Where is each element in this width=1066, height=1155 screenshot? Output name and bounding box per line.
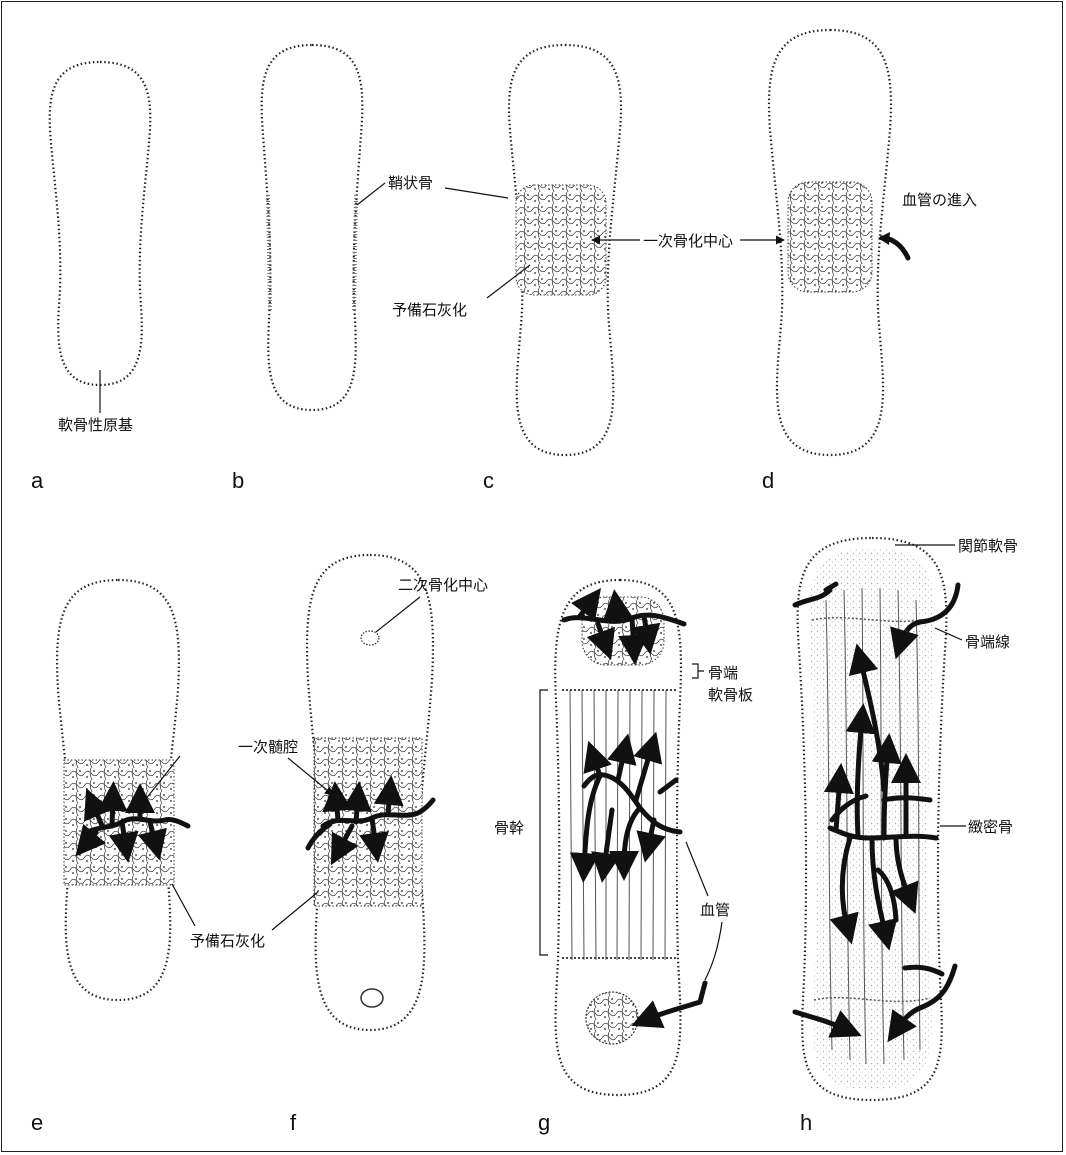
panel-label-g: g bbox=[538, 1110, 550, 1135]
panel-label-a: a bbox=[31, 468, 44, 493]
stage-d: 血管の進入 bbox=[769, 30, 977, 455]
stage-c: 予備石灰化 一次骨化中心 bbox=[392, 45, 784, 455]
panel-label-b: b bbox=[232, 468, 244, 493]
label-secondary-ossification-center: 二次骨化中心 bbox=[398, 576, 488, 594]
label-compact-bone: 緻密骨 bbox=[968, 818, 1013, 836]
label-vessel-invasion: 血管の進入 bbox=[902, 191, 977, 209]
label-cartilage-plate: 軟骨板 bbox=[708, 686, 753, 704]
bone-outline-b bbox=[262, 45, 363, 410]
stage-b: 鞘状骨 bbox=[262, 45, 508, 410]
stage-f: 二次骨化中心 一次髄腔 予備石灰化 bbox=[190, 555, 488, 1030]
label-provisional-calcification-2: 予備石灰化 bbox=[190, 932, 265, 950]
label-primary-marrow-cavity: 一次髄腔 bbox=[238, 738, 298, 756]
panel-label-f: f bbox=[290, 1110, 297, 1135]
label-diaphysis: 骨幹 bbox=[494, 819, 524, 837]
stage-e bbox=[57, 580, 195, 1000]
label-epiphyseal: 骨端 bbox=[708, 664, 738, 682]
panel-label-d: d bbox=[762, 468, 774, 493]
stage-h: 関節軟骨 骨端線 緻密骨 bbox=[795, 537, 1018, 1100]
label-cartilage-model: 軟骨性原基 bbox=[58, 416, 133, 434]
stage-g: 骨端 軟骨板 骨幹 血管 bbox=[494, 580, 753, 1095]
panel-label-c: c bbox=[483, 468, 494, 493]
label-provisional-calcification: 予備石灰化 bbox=[392, 301, 467, 319]
cartilage-model-outline bbox=[50, 62, 151, 385]
panel-label-h: h bbox=[800, 1110, 812, 1135]
label-blood-vessel: 血管 bbox=[700, 901, 730, 919]
bracket-diaphysis bbox=[540, 690, 548, 955]
calcified-cartilage-d bbox=[788, 182, 872, 292]
stage-a: 軟骨性原基 bbox=[50, 62, 151, 434]
label-primary-ossification-center: 一次骨化中心 bbox=[643, 232, 733, 250]
bracket-epiphyseal-plate bbox=[692, 664, 704, 678]
epiphysis-lower-ossification-g bbox=[586, 992, 638, 1044]
epiphysis-ossification-g bbox=[582, 597, 664, 665]
label-bone-collar: 鞘状骨 bbox=[388, 174, 433, 192]
secondary-ossification-spot-lower bbox=[361, 989, 383, 1007]
label-articular-cartilage: 関節軟骨 bbox=[958, 537, 1018, 555]
panel-label-e: e bbox=[31, 1110, 43, 1135]
vessel-lower-g bbox=[645, 983, 705, 1020]
secondary-ossification-spot bbox=[361, 631, 379, 645]
label-epiphyseal-line: 骨端線 bbox=[965, 633, 1010, 651]
